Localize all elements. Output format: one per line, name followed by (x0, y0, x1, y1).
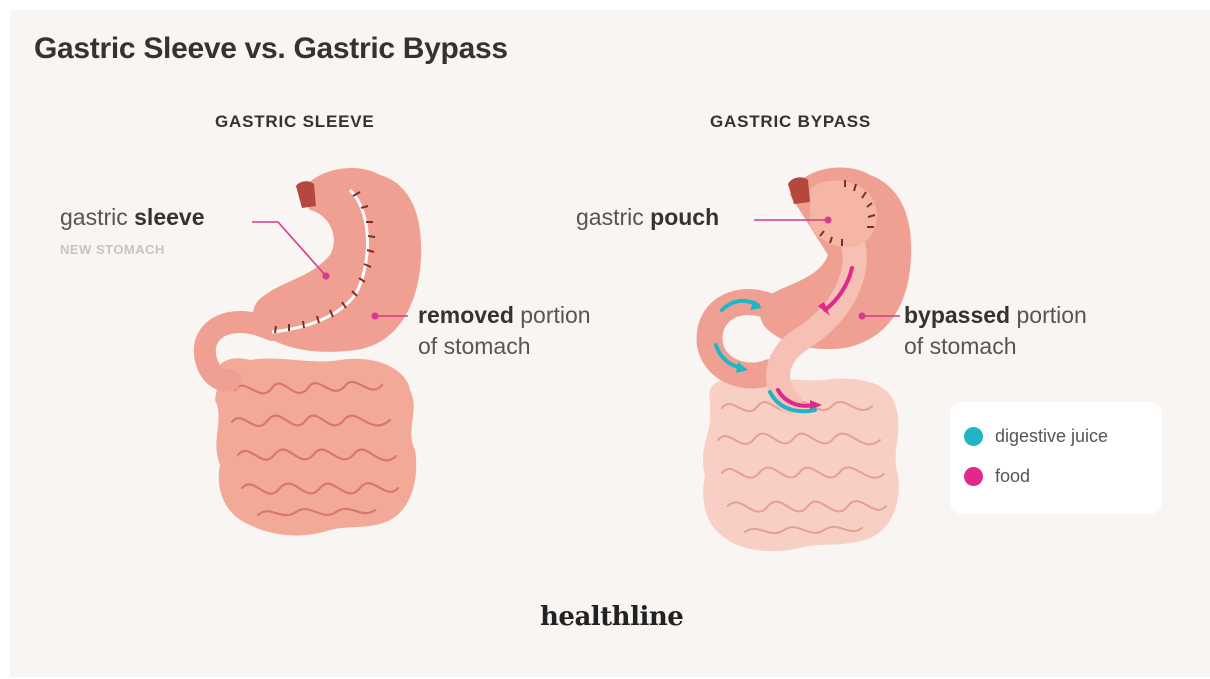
removed-label-bold: removed (418, 302, 514, 328)
bypassed-label: bypassed portion of stomach (904, 300, 1087, 362)
sleeve-label-normal: gastric (60, 204, 134, 230)
removed-pointer-dot (372, 313, 379, 320)
sleeve-intestines (215, 358, 416, 535)
pouch-label-bold: pouch (650, 204, 719, 230)
sleeve-label: gastric sleeve (60, 202, 205, 233)
infographic-canvas: Gastric Sleeve vs. Gastric Bypass GASTRI… (10, 10, 1210, 677)
removed-label-line2: of stomach (418, 333, 531, 359)
removed-label: removed portion of stomach (418, 300, 591, 362)
legend-item-digestive-juice: digestive juice (964, 426, 1108, 447)
healthline-logo: healthline (540, 602, 683, 632)
bypassed-label-bold: bypassed (904, 302, 1010, 328)
sleeve-label-bold: sleeve (134, 204, 204, 230)
bypassed-label-rest: portion (1010, 302, 1087, 328)
pouch-pointer-dot (825, 217, 832, 224)
sleeve-esophagus (296, 181, 316, 208)
removed-label-rest: portion (514, 302, 591, 328)
sleeve-stomach (253, 168, 421, 352)
pouch-label: gastric pouch (576, 202, 719, 233)
pouch-label-normal: gastric (576, 204, 650, 230)
sleeve-pointer-dot (323, 273, 330, 280)
new-stomach-sublabel: NEW STOMACH (60, 242, 165, 257)
legend: digestive juice food (950, 402, 1162, 514)
bypassed-pointer-dot (859, 313, 866, 320)
legend-item-food: food (964, 466, 1030, 487)
legend-label-digestive-juice: digestive juice (995, 426, 1108, 447)
bypass-esophagus (788, 177, 810, 204)
food-dot (964, 467, 983, 486)
digestive-juice-dot (964, 427, 983, 446)
bypassed-label-line2: of stomach (904, 333, 1017, 359)
legend-label-food: food (995, 466, 1030, 487)
